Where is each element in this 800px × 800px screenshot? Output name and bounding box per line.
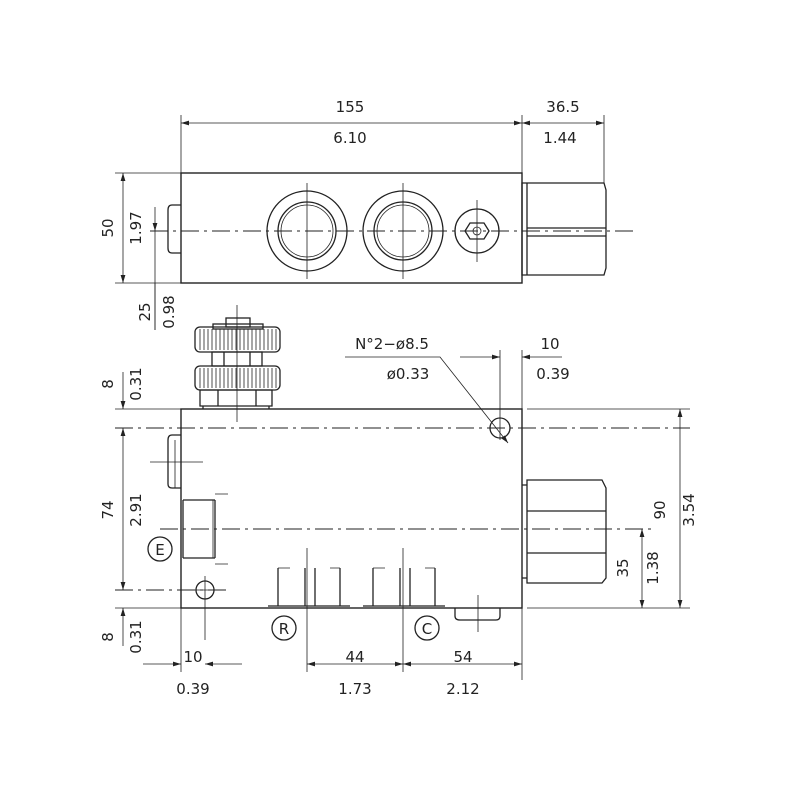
dim-top-offset-in: 0.31: [127, 367, 145, 400]
port-label-circle: [147, 536, 173, 562]
dim-center-mm: 74: [99, 500, 117, 519]
dim-fitting-mm: 36.5: [546, 98, 579, 116]
dim-center-in: 2.91: [127, 493, 145, 526]
dim-length-mm: 155: [336, 98, 365, 116]
dim-axis-in: 0.98: [160, 295, 178, 328]
dim-right-offset-mm: 54: [453, 648, 472, 666]
front-view: E R C 8 0.31 74 2.91 8 0.31 90 3.54 35 1…: [99, 305, 698, 698]
port-label-e: E: [155, 541, 164, 559]
dim-height-in: 3.54: [680, 493, 698, 526]
dim-port-spacing-mm: 44: [345, 648, 364, 666]
hex-fitting-top: [521, 182, 607, 276]
dim-left-offset-in: 0.39: [176, 680, 209, 698]
hex-fitting-front: [522, 479, 607, 584]
dim-hole-offset-in: 0.39: [536, 365, 569, 383]
port-r: [268, 567, 350, 607]
dim-port-axis-mm: 35: [614, 558, 632, 577]
port-label-c: C: [422, 620, 432, 638]
left-plug: [167, 434, 181, 489]
port-label-circle: [414, 615, 440, 641]
hole-callout: N°2−ø8.5: [355, 335, 429, 353]
dim-port-axis-in: 1.38: [644, 551, 662, 584]
hole-callout-in: ø0.33: [387, 365, 430, 383]
left-plug: [167, 204, 181, 254]
dim-bottom-offset-mm: 8: [99, 632, 117, 642]
dim-height-mm: 50: [99, 218, 117, 237]
dim-left-offset-mm: 10: [183, 648, 202, 666]
dim-hole-offset-mm: 10: [540, 335, 559, 353]
port-label-r: R: [279, 620, 289, 638]
dim-right-offset-in: 2.12: [446, 680, 479, 698]
bottom-plug: [454, 608, 501, 621]
dim-bottom-offset-in: 0.31: [127, 620, 145, 653]
top-view: 155 6.10 36.5 1.44 50 1.97 25 0.98: [99, 98, 635, 330]
dim-top-offset-mm: 8: [99, 379, 117, 389]
dim-fitting-in: 1.44: [543, 129, 576, 147]
adjuster-knob: [194, 305, 281, 422]
port-label-circle: [271, 615, 297, 641]
dim-port-spacing-in: 1.73: [338, 680, 371, 698]
dim-height-in: 1.97: [127, 211, 145, 244]
dim-axis-mm: 25: [136, 302, 154, 321]
dim-length-in: 6.10: [333, 129, 366, 147]
dim-height-mm: 90: [651, 500, 669, 519]
port-c: [363, 567, 445, 607]
